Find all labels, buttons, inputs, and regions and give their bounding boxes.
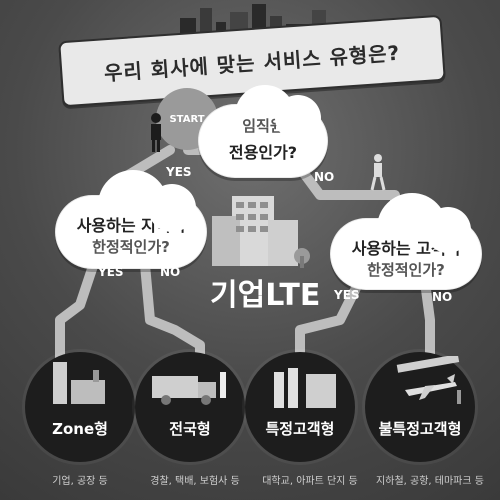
- question-3-line-1: 사용하는 고객이: [351, 239, 461, 258]
- result-desc-specific: 대학교, 아파트 단지 등: [262, 476, 358, 487]
- q2-yes-label: YES: [98, 265, 124, 279]
- path-q2-yes: [55, 255, 100, 365]
- person-icon: [151, 113, 161, 152]
- q3-yes-label: YES: [334, 288, 360, 302]
- building-icon: [212, 196, 310, 268]
- center-logo-text: 기업LTE: [210, 278, 321, 313]
- question-cloud-customer: 사용하는 고객이 한정적인가?: [330, 193, 482, 290]
- factory-icon: [53, 362, 105, 404]
- result-desc-nationwide: 경찰, 택배, 보험사 등: [150, 476, 240, 487]
- result-name-zone: Zone형: [52, 420, 108, 438]
- q1-yes-label: YES: [166, 165, 192, 179]
- airplane-icon: [396, 356, 461, 404]
- question-cloud-employee: 임직원 전용인가?: [198, 85, 328, 178]
- question-1-line-1: 임직원: [242, 117, 284, 135]
- result-desc-zone: 기업, 공장 등: [52, 476, 108, 487]
- result-name-unspecific: 불특정고객형: [378, 420, 462, 438]
- q2-no-label: NO: [160, 265, 181, 279]
- question-1-line-2: 전용인가?: [228, 143, 298, 162]
- result-name-nationwide: 전국형: [169, 420, 211, 438]
- walking-person-icon: [370, 154, 386, 191]
- question-3-line-2: 한정적인가?: [367, 261, 445, 279]
- q1-no-label: NO: [314, 170, 335, 184]
- question-2-line-2: 한정적인가?: [92, 238, 170, 256]
- question-2-line-1: 사용하는 지역이: [76, 216, 186, 235]
- start-label: START: [169, 113, 205, 125]
- path-q2-no: [140, 260, 205, 365]
- result-node-zone: [25, 352, 135, 462]
- result-name-specific: 특정고객형: [265, 420, 335, 438]
- result-node-unspecific: [365, 352, 475, 462]
- result-node-specific: [245, 352, 355, 462]
- path-q3-no: [420, 277, 435, 365]
- q3-no-label: NO: [432, 290, 453, 304]
- question-cloud-region: 사용하는 지역이 한정적인가?: [55, 170, 207, 269]
- path-q3-yes: [295, 275, 365, 365]
- result-desc-unspecific: 지하철, 공항, 테마파크 등: [376, 476, 484, 487]
- truck-icon: [152, 372, 226, 405]
- apartment-icon: [274, 368, 336, 408]
- result-node-nationwide: [135, 352, 245, 462]
